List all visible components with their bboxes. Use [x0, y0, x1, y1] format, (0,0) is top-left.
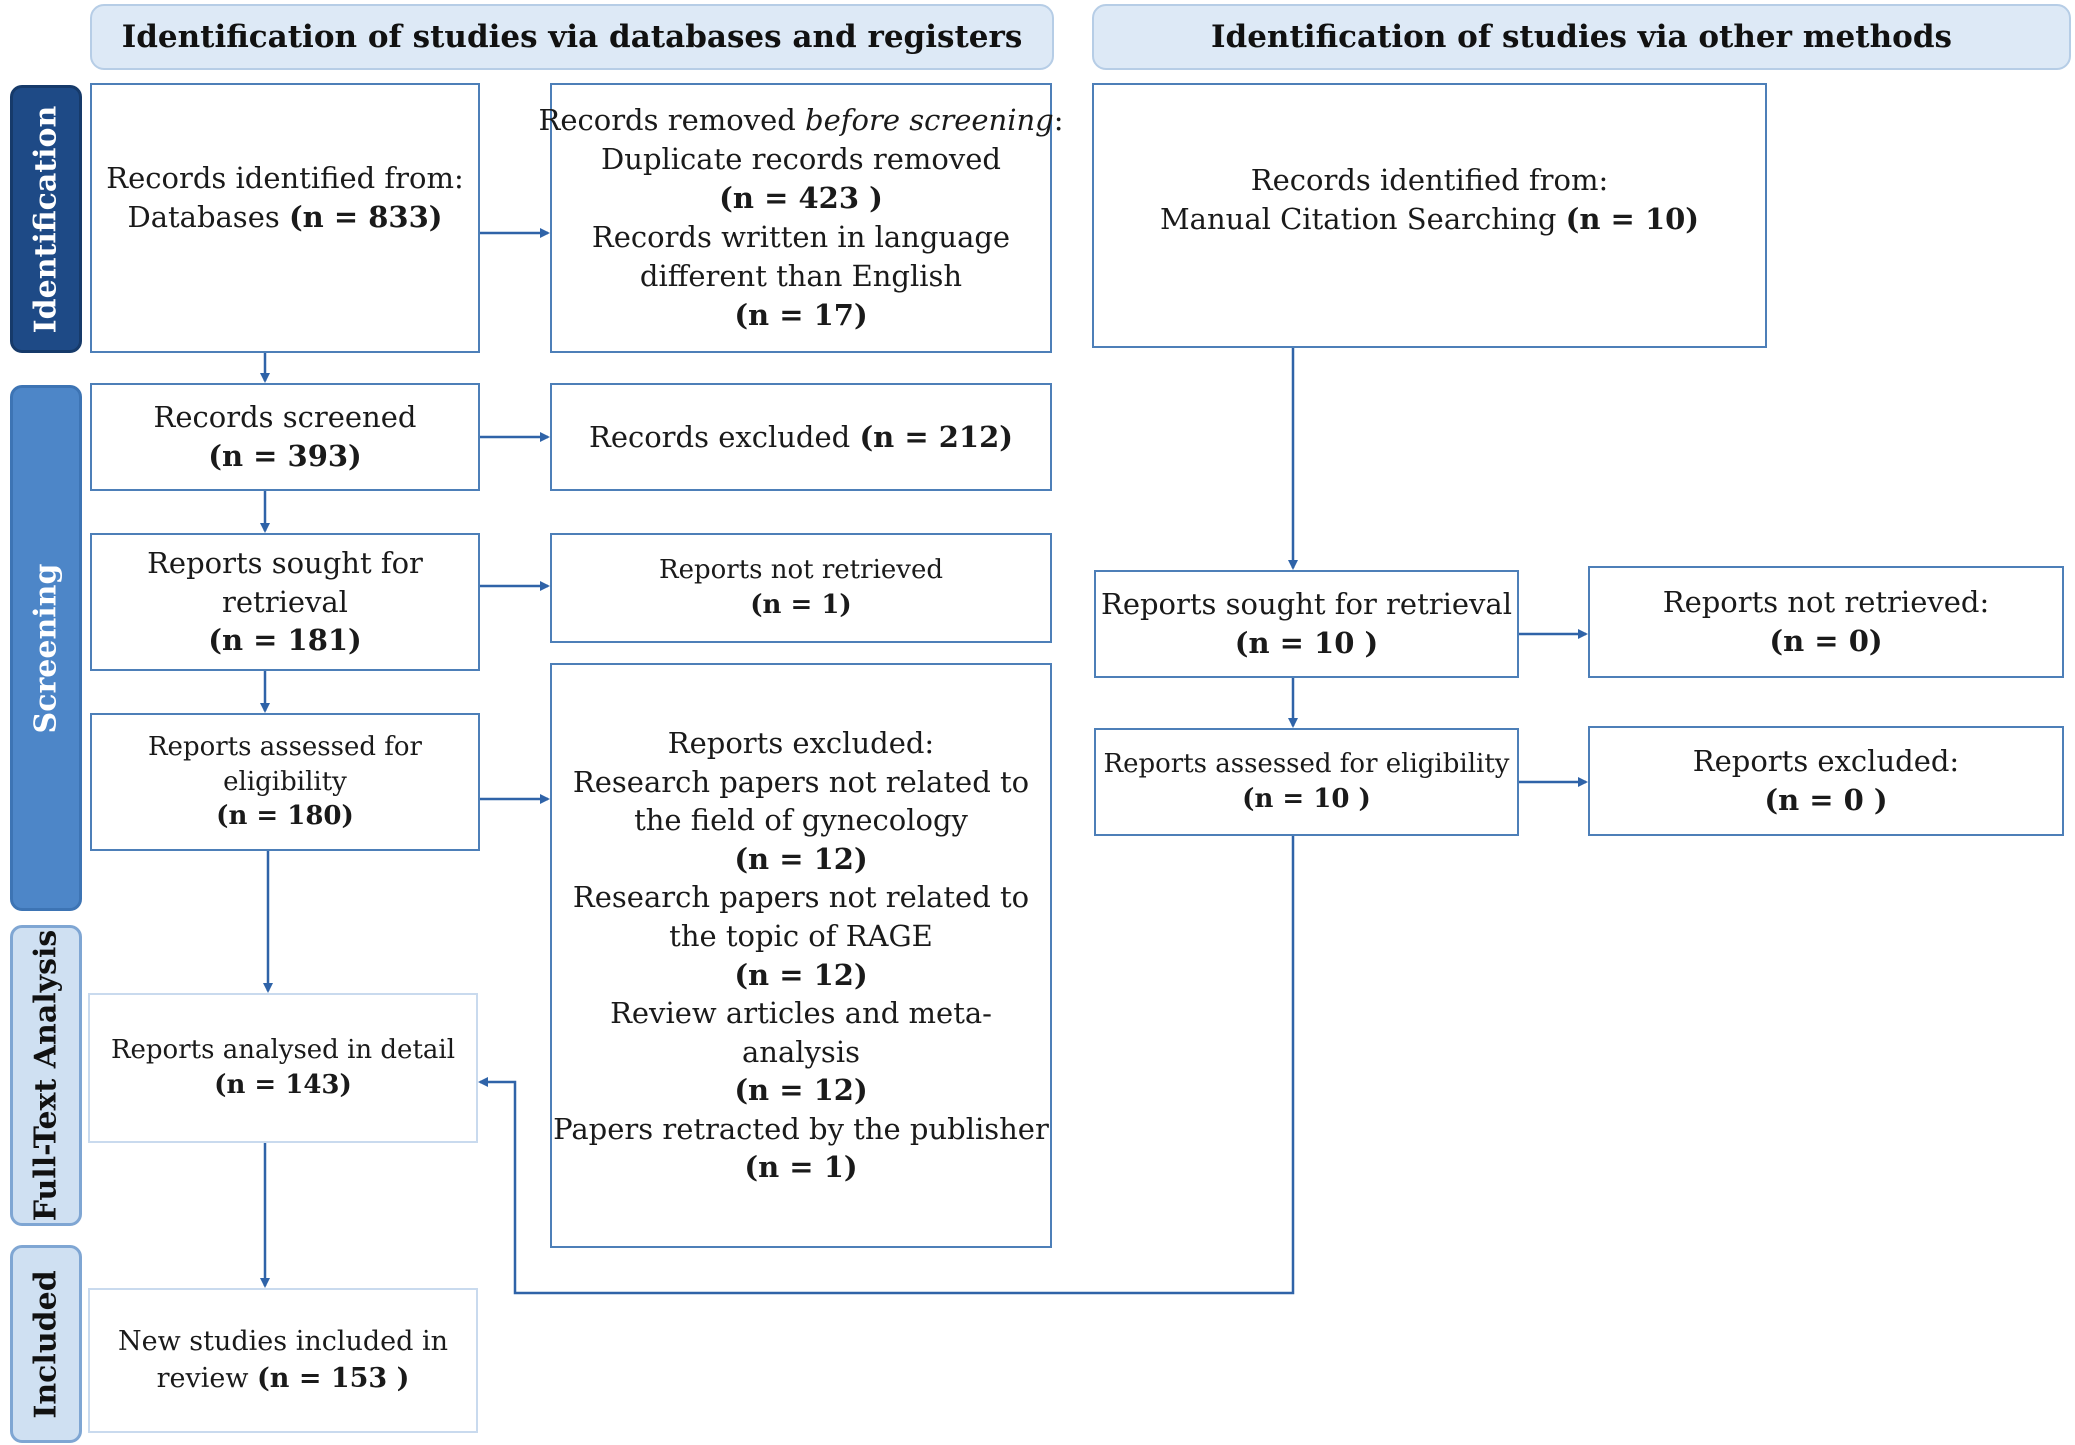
header-other-label: Identification of studies via other meth… — [1211, 19, 1952, 55]
analysed-label: Reports analysed in detail — [110, 1035, 456, 1066]
excluded-r2-n: (n = 12) — [734, 957, 868, 992]
removed-language-line1: Records written in language — [591, 220, 1011, 254]
excluded-r4-line1: Papers retracted by the publisher — [553, 1111, 1049, 1146]
box-records-removed: Records removed before screening: Duplic… — [539, 83, 1064, 353]
box-reports-sought: Reports sought for retrieval (n = 181) — [90, 533, 480, 671]
box-records-identified-other: Records identified from: Manual Citation… — [1092, 83, 1767, 348]
box-other-reports-sought: Reports sought for retrieval (n = 10 ) — [1094, 570, 1519, 678]
assessed-line2: eligibility — [223, 766, 347, 797]
box-records-excluded: Records excluded (n = 212) — [550, 383, 1052, 491]
excluded-r2-line2: the topic of RAGE — [669, 918, 933, 953]
phase-included: Included — [10, 1245, 82, 1443]
screened-n: (n = 393) — [208, 439, 362, 473]
box-reports-excluded: Reports excluded: Research papers not re… — [550, 663, 1052, 1248]
sought-n: (n = 181) — [208, 623, 362, 658]
assessed-n: (n = 180) — [216, 801, 354, 832]
not-retrieved-label: Reports not retrieved — [659, 555, 943, 586]
not-retrieved-n: (n = 1) — [750, 590, 852, 620]
records-excluded-line: Records excluded (n = 212) — [588, 419, 1013, 454]
excluded-r1-n: (n = 12) — [734, 841, 868, 876]
sought-line2: retrieval — [222, 584, 348, 619]
excluded-title: Reports excluded: — [667, 726, 935, 761]
removed-duplicates-n: (n = 423 ) — [719, 181, 883, 216]
phase-fulltext-analysis: Full-Text Analysis — [10, 925, 82, 1226]
excluded-r3-line2: analysis — [742, 1034, 860, 1069]
excluded-r4-n: (n = 1) — [744, 1150, 858, 1185]
removed-duplicates: Duplicate records removed — [601, 142, 1001, 177]
other-excluded-n: (n = 0 ) — [1764, 783, 1888, 817]
other-not-retrieved-label: Reports not retrieved: — [1662, 585, 1990, 620]
excluded-r1-line2: the field of gynecology — [634, 803, 968, 838]
included-line2: review (n = 153 ) — [156, 1362, 410, 1394]
other-assessed-n: (n = 10 ) — [1242, 784, 1371, 814]
screened-label: Records screened — [153, 400, 417, 435]
sought-line1: Reports sought for — [147, 545, 423, 580]
other-identified-line2: Manual Citation Searching (n = 10) — [1159, 201, 1700, 236]
analysed-n: (n = 143) — [214, 1070, 352, 1100]
box-reports-not-retrieved: Reports not retrieved (n = 1) — [550, 533, 1052, 643]
box-other-reports-assessed: Reports assessed for eligibility (n = 10… — [1094, 728, 1519, 836]
excluded-r3-n: (n = 12) — [734, 1073, 868, 1108]
box-studies-included: New studies included in review (n = 153 … — [88, 1288, 478, 1433]
excluded-r3-line1: Review articles and meta- — [610, 996, 992, 1031]
other-sought-label: Reports sought for retrieval — [1101, 587, 1512, 622]
assessed-line1: Reports assessed for — [147, 731, 422, 762]
removed-title: Records removed before screening: — [538, 103, 1064, 138]
identified-line1: Records identified from: — [106, 161, 464, 195]
arrow-other-assessed-to-analysed — [478, 836, 1295, 1295]
phase-screening: Screening — [10, 385, 82, 911]
box-other-reports-not-retrieved: Reports not retrieved: (n = 0) — [1588, 566, 2064, 678]
box-reports-assessed: Reports assessed for eligibility (n = 18… — [90, 713, 480, 851]
removed-language-line2: different than English — [639, 258, 963, 293]
other-excluded-label: Reports excluded: — [1692, 744, 1960, 779]
excluded-r2-line1: Research papers not related to — [572, 880, 1030, 915]
other-identified-line1: Records identified from: — [1250, 163, 1609, 197]
removed-language-n: (n = 17) — [734, 297, 868, 332]
excluded-r1-line1: Research papers not related to — [572, 764, 1030, 799]
box-records-identified-databases: Records identified from: Databases (n = … — [90, 83, 480, 353]
box-other-reports-excluded: Reports excluded: (n = 0 ) — [1588, 726, 2064, 836]
included-line1: New studies included in — [117, 1326, 449, 1358]
box-reports-analysed: Reports analysed in detail (n = 143) — [88, 993, 478, 1143]
other-not-retrieved-n: (n = 0) — [1769, 624, 1883, 658]
header-databases-registers: Identification of studies via databases … — [90, 4, 1054, 70]
box-records-screened: Records screened (n = 393) — [90, 383, 480, 491]
phase-identification: Identification — [10, 85, 82, 353]
other-sought-n: (n = 10 ) — [1234, 626, 1379, 660]
header-other-methods: Identification of studies via other meth… — [1092, 4, 2071, 70]
header-databases-label: Identification of studies via databases … — [121, 19, 1023, 55]
identified-line2: Databases (n = 833) — [127, 199, 443, 234]
other-assessed-label: Reports assessed for eligibility — [1103, 749, 1510, 780]
